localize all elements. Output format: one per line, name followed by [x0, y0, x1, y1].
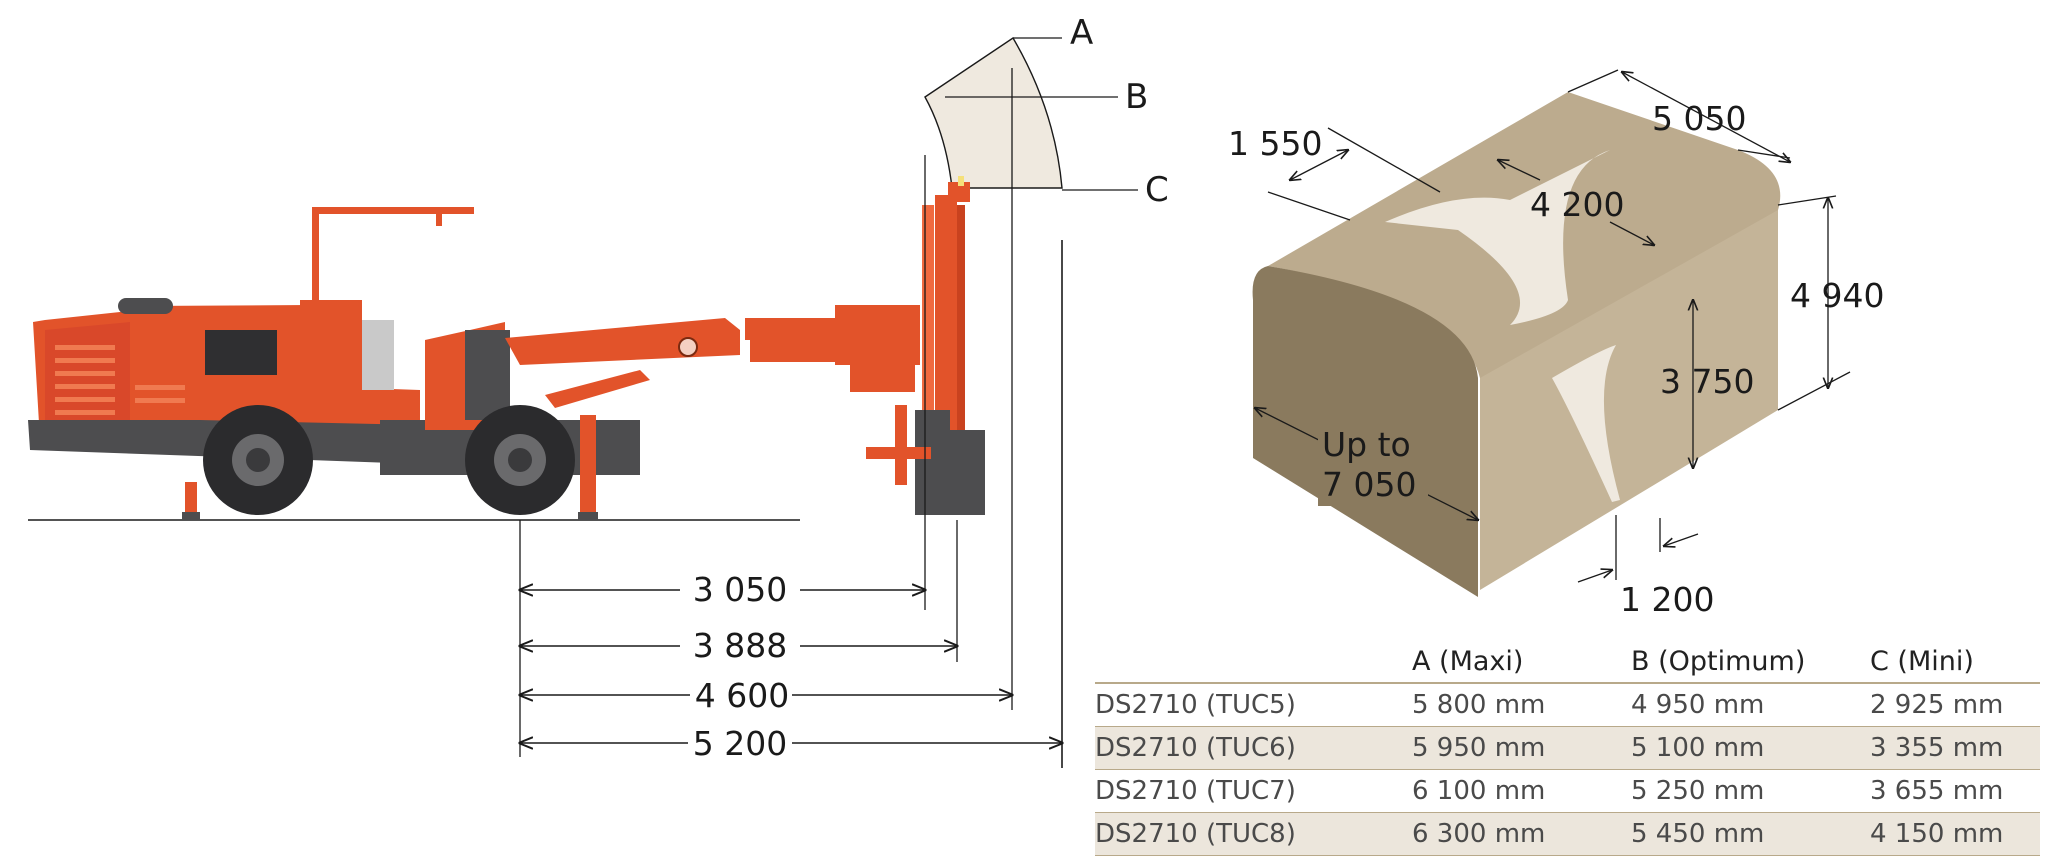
value-a-cell: 6 300 mm — [1412, 812, 1631, 856]
dimension-4600-label: 4 600 — [695, 676, 789, 715]
model-cell: DS2710 (TUC6) — [1095, 726, 1412, 770]
drill-rig — [28, 176, 985, 520]
dimension-5200-label: 5 200 — [693, 724, 787, 763]
dimension-1200-label: 1 200 — [1620, 580, 1714, 619]
value-a-cell: 6 100 mm — [1412, 769, 1631, 813]
model-cell: DS2710 (TUC7) — [1095, 769, 1412, 813]
dimension-3050-label: 3 050 — [693, 570, 787, 609]
value-c-cell: 2 925 mm — [1870, 683, 2040, 727]
model-cell: DS2710 (TUC8) — [1095, 812, 1412, 856]
dimension-3888-label: 3 888 — [693, 626, 787, 665]
rear-wheel — [203, 405, 313, 515]
position-b-label: B — [1125, 77, 1148, 117]
value-b-cell: 4 950 mm — [1631, 683, 1870, 727]
value-a-cell: 5 800 mm — [1412, 683, 1631, 727]
dimension-1550-label: 1 550 — [1228, 124, 1322, 163]
table-header-b-optimum: B (Optimum) — [1631, 640, 1870, 684]
value-b-cell: 5 250 mm — [1631, 769, 1870, 813]
tunnel-coverage-diagram: 5 050 1 550 4 200 4 940 3 750 Up to 7 05… — [1228, 69, 1884, 619]
value-b-cell: 5 100 mm — [1631, 726, 1870, 770]
roof-coverage — [1385, 150, 1610, 325]
dimension-4200-label: 4 200 — [1530, 185, 1624, 224]
coverage-area — [924, 37, 1063, 189]
dimension-3750-label: 3 750 — [1660, 362, 1754, 401]
table-header-row: A (Maxi) B (Optimum) C (Mini) — [1095, 640, 2040, 684]
side-view-diagram: A B C — [28, 13, 1169, 768]
value-c-cell: 3 655 mm — [1870, 769, 2040, 813]
table-header-a-maxi: A (Maxi) — [1412, 640, 1631, 684]
value-c-cell: 3 355 mm — [1870, 726, 2040, 770]
table-header-model — [1095, 640, 1412, 684]
wall-coverage — [1552, 345, 1620, 502]
value-a-cell: 5 950 mm — [1412, 726, 1631, 770]
dimension-4940-label: 4 940 — [1790, 276, 1884, 315]
depth-label-line2: 7 050 — [1322, 465, 1416, 504]
position-a-label: A — [1070, 13, 1093, 53]
table-header-c-mini: C (Mini) — [1870, 640, 2040, 684]
value-c-cell: 4 150 mm — [1870, 812, 2040, 856]
dimension-3050: 3 050 — [520, 570, 925, 609]
dimension-3888: 3 888 — [520, 626, 957, 665]
table-row: DS2710 (TUC5) 5 800 mm 4 950 mm 2 925 mm — [1095, 683, 2040, 727]
front-wheel — [465, 405, 575, 515]
dimension-5200: 5 200 — [520, 724, 1062, 763]
table-row: DS2710 (TUC6) 5 950 mm 5 100 mm 3 355 mm — [1095, 726, 2040, 770]
position-c-label: C — [1145, 170, 1169, 210]
table-row: DS2710 (TUC7) 6 100 mm 5 250 mm 3 655 mm — [1095, 769, 2040, 813]
dimension-5050-label: 5 050 — [1652, 99, 1746, 138]
depth-label-line1: Up to — [1322, 425, 1411, 464]
model-cell: DS2710 (TUC5) — [1095, 683, 1412, 727]
tunnel-side-face — [1480, 188, 1778, 590]
dimension-4600: 4 600 — [520, 676, 1012, 715]
coverage-spec-table: A (Maxi) B (Optimum) C (Mini) DS2710 (TU… — [1095, 640, 2040, 856]
table-row: DS2710 (TUC8) 6 300 mm 5 450 mm 4 150 mm — [1095, 812, 2040, 856]
value-b-cell: 5 450 mm — [1631, 812, 1870, 856]
